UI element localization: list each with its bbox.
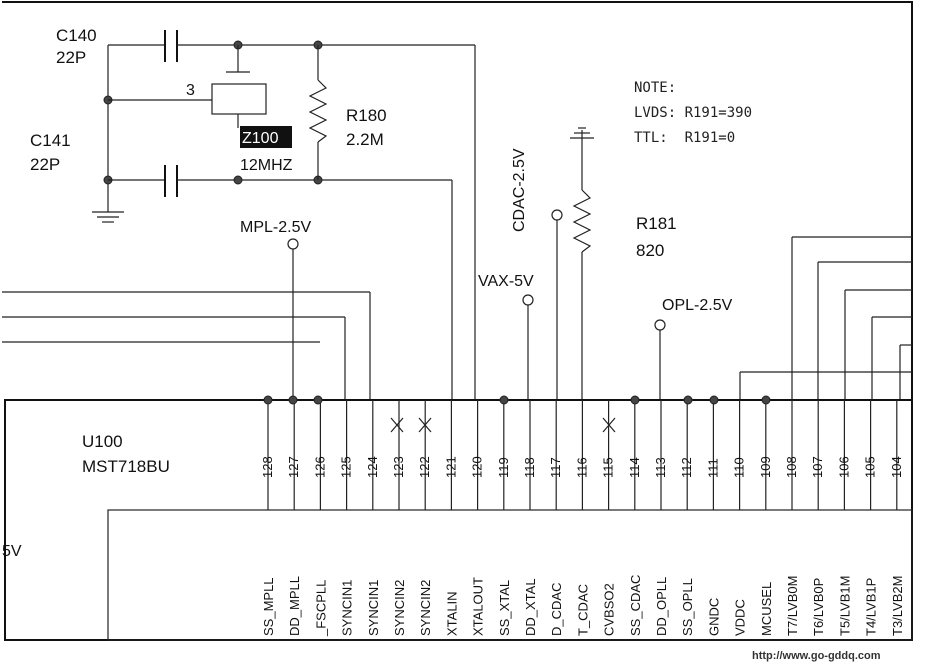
net-testpoints xyxy=(287,127,666,400)
c141-ref: C141 xyxy=(30,131,71,150)
pin-number: 123 xyxy=(391,456,406,478)
pin-name: T4/LVB1P xyxy=(864,578,879,636)
pin-name: SYNCIN2 xyxy=(392,580,407,636)
pin-number: 120 xyxy=(470,456,485,478)
nc-markers xyxy=(390,417,616,433)
pin-name: SS_XTAL xyxy=(497,580,512,636)
pin-number: 121 xyxy=(443,456,458,478)
pin-number: 111 xyxy=(705,458,720,478)
r180-value: 2.2M xyxy=(346,130,384,149)
pin-number: 117 xyxy=(548,457,563,478)
pin-number: 118 xyxy=(522,457,537,478)
page-border xyxy=(2,1,913,640)
net-vax: VAX-5V xyxy=(478,273,534,290)
pin-number: 104 xyxy=(889,456,904,478)
c140-value: 22P xyxy=(56,48,86,67)
pin-name: T3/LVB2M xyxy=(890,576,905,636)
pin-name: DD_OPLL xyxy=(654,577,669,636)
pin-number: 116 xyxy=(574,457,589,478)
pin-number: 105 xyxy=(863,456,878,478)
pin-name: MCUSEL xyxy=(759,582,774,636)
pin-number: 107 xyxy=(810,456,825,478)
pin-number: 112 xyxy=(679,457,694,478)
note-line-lvds: LVDS: R191=390 xyxy=(634,105,752,121)
crystal-circuit xyxy=(92,30,476,400)
footer-url: http://www.go-gddq.com xyxy=(752,650,881,662)
c141-value: 22P xyxy=(30,155,60,174)
u100-inner-outline xyxy=(107,509,913,641)
net-opl: OPL-2.5V xyxy=(662,297,733,314)
pin-number: 110 xyxy=(732,457,747,478)
z100-pin-number: 3 xyxy=(186,82,195,99)
pin-name: DD_XTAL xyxy=(523,578,538,636)
chip-junctions xyxy=(263,395,771,405)
pin-name: T7/LVB0M xyxy=(785,576,800,636)
r181-ref: R181 xyxy=(636,214,677,233)
pin-name: D_CDAC xyxy=(549,583,564,636)
pin-number: 125 xyxy=(339,456,354,478)
pin-name: T6/LVB0P xyxy=(811,578,826,636)
pin-name: DD_MPLL xyxy=(287,576,302,636)
net-cdac: CDAC-2.5V xyxy=(511,148,528,232)
z100-ref: Z100 xyxy=(242,130,279,147)
right-bus xyxy=(739,236,912,400)
pin-name: GNDC xyxy=(706,598,721,636)
pin-name: _FSCPLL xyxy=(313,580,328,637)
pin-number: 108 xyxy=(784,456,799,478)
pin-number: 126 xyxy=(312,456,327,478)
pin-name: CVBSO2 xyxy=(602,583,617,636)
pin-name: VDDC xyxy=(733,599,748,636)
pin-name: T5/LVB1M xyxy=(837,576,852,636)
pin-name: SS_CDAC xyxy=(628,575,643,636)
z100-freq: 12MHZ xyxy=(240,157,293,174)
pin-name: SYNCIN2 xyxy=(418,580,433,636)
r180-ref: R180 xyxy=(346,106,387,125)
pin-name: T_CDAC xyxy=(575,584,590,636)
net-left-edge: 5V xyxy=(2,543,22,560)
pin-name: XTALIN xyxy=(444,591,459,636)
pin-number: 119 xyxy=(496,457,511,478)
pin-number: 109 xyxy=(758,456,773,478)
net-mpl: MPL-2.5V xyxy=(240,219,311,236)
pin-number: 127 xyxy=(286,456,301,478)
u100-part: MST718BU xyxy=(82,457,170,476)
c140-ref: C140 xyxy=(56,26,97,45)
pin-number: 128 xyxy=(260,456,275,478)
pin-name: SYNCIN1 xyxy=(340,580,355,636)
pin-name: SS_MPLL xyxy=(261,577,276,636)
pin-number: 122 xyxy=(417,456,432,478)
z100-label-highlight xyxy=(240,126,292,148)
pin-number: 115 xyxy=(601,457,616,478)
note-line-ttl: TTL: R191=0 xyxy=(634,130,735,146)
pin-name: XTALOUT xyxy=(471,577,486,636)
pin-number: 114 xyxy=(627,457,642,478)
pin-name: SYNCIN1 xyxy=(366,580,381,636)
r181-value: 820 xyxy=(636,241,664,260)
pin-number: 124 xyxy=(365,456,380,478)
pin-number: 113 xyxy=(653,457,668,478)
u100-ref: U100 xyxy=(82,432,123,451)
pin-name: SS_OPLL xyxy=(680,578,695,636)
left-bus xyxy=(2,291,371,400)
note-title: NOTE: xyxy=(634,80,676,96)
pin-number: 106 xyxy=(836,456,851,478)
